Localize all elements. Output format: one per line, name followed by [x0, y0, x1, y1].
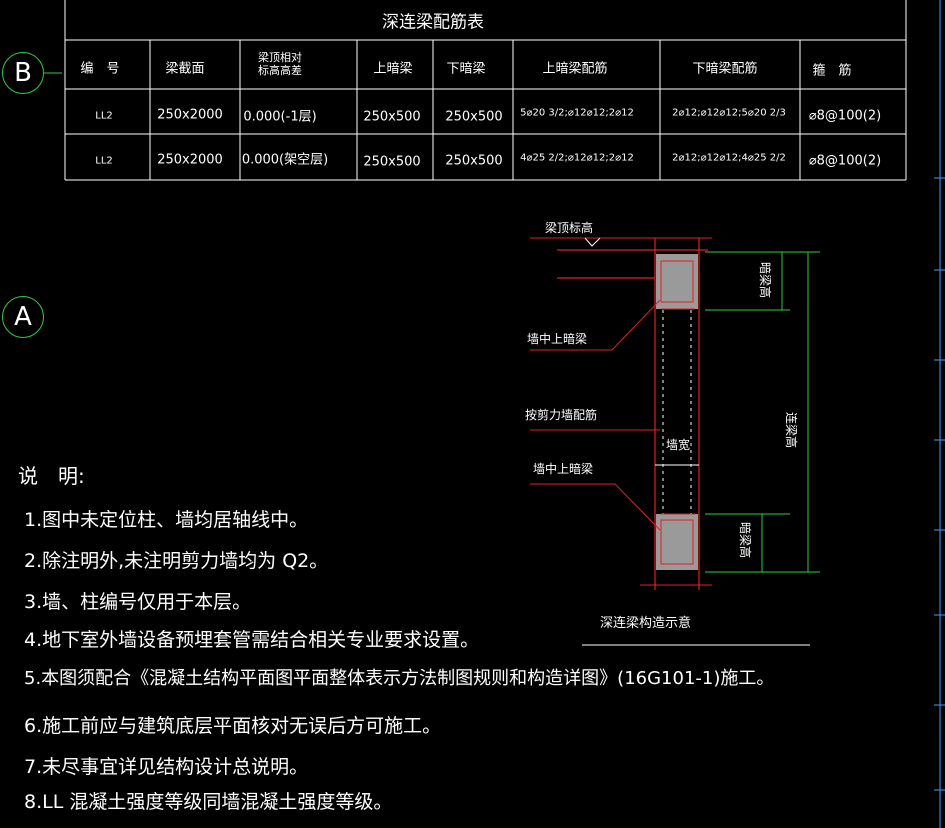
note-item: 5.本图须配合《混凝土结构平面图平面整体表示方法制图规则和构造详图》(16G10… — [24, 668, 775, 689]
label-lower-hidden-beam: 墙中上暗梁 — [533, 462, 594, 476]
label-shear-wall-rebar: 按剪力墙配筋 — [525, 408, 598, 422]
note-item: 1.图中未定位柱、墙均居轴线中。 — [24, 509, 309, 531]
row2-lower-rebar: 2⌀12;⌀12⌀12;4⌀25 2/2 — [672, 152, 786, 164]
label-wall-width: 墙宽 — [666, 438, 691, 452]
beam-section — [530, 237, 820, 646]
row1-upper-rebar: 5⌀20 3/2;⌀12⌀12;2⌀12 — [520, 107, 634, 119]
right-ruler — [934, 0, 945, 828]
detail-caption: 深连梁构造示意 — [600, 616, 692, 631]
header-lower-rebar: 下暗梁配筋 — [692, 61, 758, 77]
label-upper-hidden-beam: 墙中上暗梁 — [527, 332, 588, 346]
note-item: 2.除注明外,未注明剪力墙均为 Q2。 — [24, 550, 329, 572]
header-upper-rebar: 上暗梁配筋 — [542, 61, 608, 77]
note-item: 7.未尽事宜详见结构设计总说明。 — [24, 756, 309, 778]
axis-bubble-b: B — [2, 52, 44, 94]
row1-upper-beam: 250x500 — [363, 109, 421, 125]
note-item: 4.地下室外墙设备预埋套管需结合相关专业要求设置。 — [24, 629, 480, 651]
row2-number: LL2 — [95, 155, 113, 167]
table-grid — [64, 0, 907, 181]
header-section: 梁截面 — [165, 61, 205, 77]
row1-section: 250x2000 — [157, 107, 223, 123]
row2-section: 250x2000 — [157, 152, 223, 168]
row1-lower-rebar: 2⌀12;⌀12⌀12;5⌀20 2/3 — [672, 107, 786, 119]
dim-coupling-beam-height: 连梁高 — [784, 412, 798, 449]
label-beam-top: 梁顶标高 — [545, 221, 594, 235]
row1-lower-beam: 250x500 — [445, 109, 503, 125]
axis-bubble-a: A — [2, 296, 44, 338]
row2-upper-beam: 250x500 — [363, 154, 421, 170]
dim-lower-beam-height: 暗梁高 — [738, 522, 752, 559]
dim-upper-beam-height: 暗梁高 — [758, 262, 772, 299]
note-item: 8.LL 混凝土强度等级同墙混凝土强度等级。 — [24, 791, 393, 813]
note-item: 6.施工前应与建筑底层平面核对无误后方可施工。 — [24, 715, 442, 737]
note-item: 3.墙、柱编号仅用于本层。 — [24, 591, 252, 613]
row1-elevation: 0.000(-1层) — [243, 109, 317, 125]
row2-lower-beam: 250x500 — [445, 153, 503, 169]
row2-stirrup: ⌀8@100(2) — [808, 153, 882, 169]
row1-stirrup: ⌀8@100(2) — [808, 108, 882, 124]
row2-upper-rebar: 4⌀25 2/2;⌀12⌀12;2⌀12 — [520, 152, 634, 164]
table-title: 深连梁配筋表 — [382, 12, 484, 33]
notes-heading: 说 明: — [18, 464, 85, 488]
row2-elevation: 0.000(架空层) — [241, 152, 329, 168]
header-elevation: 梁顶相对 标高高差 — [258, 51, 302, 77]
header-upper-beam: 上暗梁 — [373, 61, 413, 77]
header-lower-beam: 下暗梁 — [446, 61, 486, 77]
header-number: 编 号 — [80, 61, 120, 77]
row1-number: LL2 — [95, 110, 113, 122]
header-stirrup: 箍 筋 — [812, 63, 852, 79]
